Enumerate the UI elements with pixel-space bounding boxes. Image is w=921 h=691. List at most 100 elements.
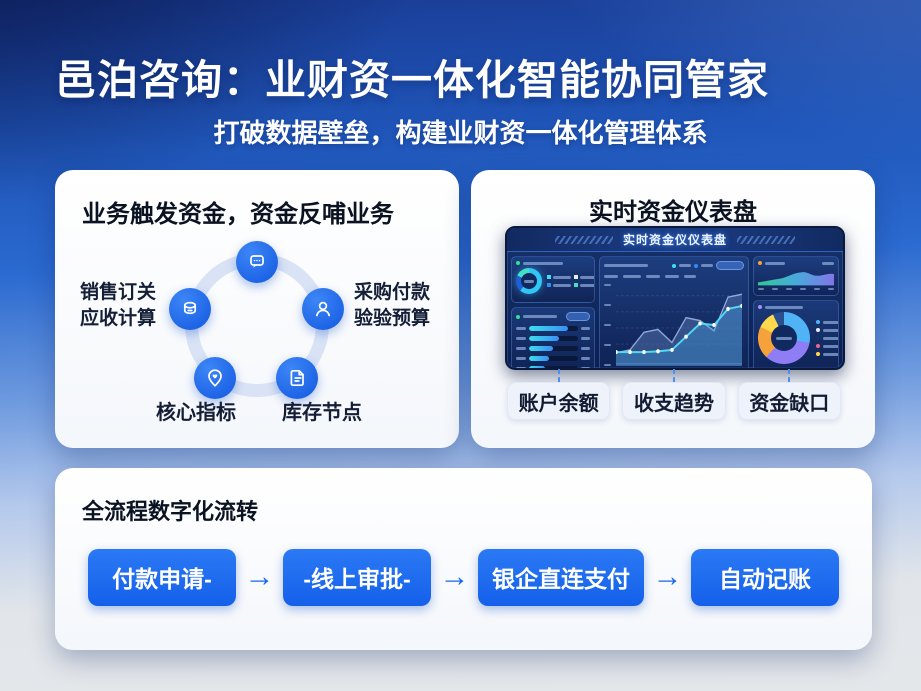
inventory-label: 库存节点 — [282, 402, 362, 424]
decor — [580, 283, 594, 287]
dashboard-screen: 实时资金仪仪表盘 — [505, 226, 845, 370]
decor — [758, 272, 834, 286]
decor — [183, 304, 197, 315]
decor — [604, 275, 618, 278]
dashboard-screen-title: 实时资金仪仪表盘 — [622, 233, 727, 247]
panel-button — [566, 312, 590, 321]
decor — [684, 275, 696, 278]
gauge-legend — [547, 275, 594, 287]
flow-step-bank-direct-payment: 银企直连支付 — [478, 548, 644, 606]
panel-button — [716, 261, 744, 270]
legend-dot-icon — [672, 263, 676, 268]
data-point — [712, 322, 716, 328]
legend-item — [816, 344, 838, 348]
decor — [616, 304, 742, 354]
decor — [604, 284, 611, 286]
chip-cashflow-trend: 收支趋势 — [622, 382, 726, 420]
gradient-wave-chart — [758, 272, 834, 286]
status-dot-icon — [758, 305, 762, 309]
business-cycle-card: 业务触发资金，资金反哺业务 — [55, 170, 459, 448]
decor — [294, 377, 302, 382]
decor — [547, 275, 571, 279]
decor — [828, 288, 834, 290]
chip-connectors — [507, 369, 841, 382]
data-point — [698, 321, 702, 326]
decor — [581, 357, 590, 360]
decor — [823, 336, 838, 340]
decor — [758, 288, 764, 290]
account-bar-row — [516, 366, 590, 368]
data-point — [628, 350, 632, 355]
decor — [315, 309, 331, 317]
gauge-donut-chart — [516, 268, 542, 294]
page-subtitle: 打破数据壁垒，构建业财资一体化管理体系 — [213, 118, 708, 148]
decor — [816, 320, 820, 324]
decor — [816, 344, 820, 348]
gap-donut-panel — [753, 300, 839, 368]
decor — [212, 374, 218, 379]
data-point — [670, 347, 674, 352]
decor — [758, 312, 838, 364]
decor — [290, 369, 304, 387]
decor — [298, 369, 304, 376]
account-bar-row — [516, 346, 590, 351]
decor — [253, 259, 256, 262]
dashboard-card: 实时资金仪表盘 实时资金仪仪表盘 — [471, 170, 875, 448]
cycle-card-title: 业务触发资金，资金反哺业务 — [82, 201, 394, 228]
account-bar-row — [516, 326, 590, 331]
decor — [604, 344, 611, 346]
decor — [604, 261, 744, 270]
cycle-node-message — [236, 241, 278, 283]
location-heart-icon — [208, 369, 222, 387]
decor — [604, 364, 611, 366]
status-dot-icon — [516, 314, 520, 319]
balance-gauge-panel — [511, 256, 595, 303]
decor — [616, 293, 742, 354]
decor — [516, 268, 594, 294]
arrow-right-icon: → — [652, 560, 683, 593]
data-point — [656, 349, 660, 354]
chip-funding-gap: 资金缺口 — [737, 382, 841, 420]
gap-legend — [816, 320, 838, 356]
cycle-node-kpi — [194, 357, 236, 399]
decor — [574, 275, 578, 279]
gap-donut-chart — [758, 312, 810, 364]
data-point — [740, 303, 742, 309]
decor — [765, 261, 785, 265]
decor — [547, 283, 571, 287]
decor — [529, 336, 560, 341]
decor — [516, 312, 590, 321]
decor — [776, 336, 792, 340]
dashed-connector — [557, 369, 560, 382]
decor — [258, 259, 261, 262]
decor — [529, 356, 549, 361]
decor — [623, 275, 641, 278]
decor — [516, 261, 590, 265]
dashed-connector — [788, 369, 791, 382]
decor — [553, 275, 571, 279]
dashboard-left-column — [511, 256, 595, 368]
decor — [208, 369, 222, 387]
decor — [823, 352, 838, 356]
decor — [253, 265, 257, 268]
decor — [529, 366, 545, 368]
decor — [574, 283, 578, 287]
flow-card-title: 全流程数字化流转 — [82, 499, 259, 524]
decor — [574, 275, 594, 279]
decor — [816, 352, 820, 356]
decor — [524, 279, 534, 283]
decor — [816, 328, 820, 332]
arrow-right-icon: → — [244, 560, 275, 593]
hazard-stripes-left — [554, 235, 613, 244]
sales-receivable-label: 销售订关 应收计算 — [80, 280, 156, 332]
decor — [547, 283, 551, 287]
chip-account-balance: 账户余额 — [507, 382, 611, 420]
flow-card: 全流程数字化流转 付款申请- → -线上审批- → 银企直连支付 → 自动记账 — [55, 468, 872, 650]
legend-dot-icon — [694, 263, 698, 268]
arrow-right-icon: → — [439, 560, 470, 593]
decor — [529, 326, 578, 331]
legend-item — [816, 336, 838, 340]
dashboard-chips: 账户余额 收支趋势 资金缺口 — [507, 382, 841, 420]
flow-step-payment-request: 付款申请- — [88, 548, 236, 606]
data-point — [642, 350, 646, 355]
